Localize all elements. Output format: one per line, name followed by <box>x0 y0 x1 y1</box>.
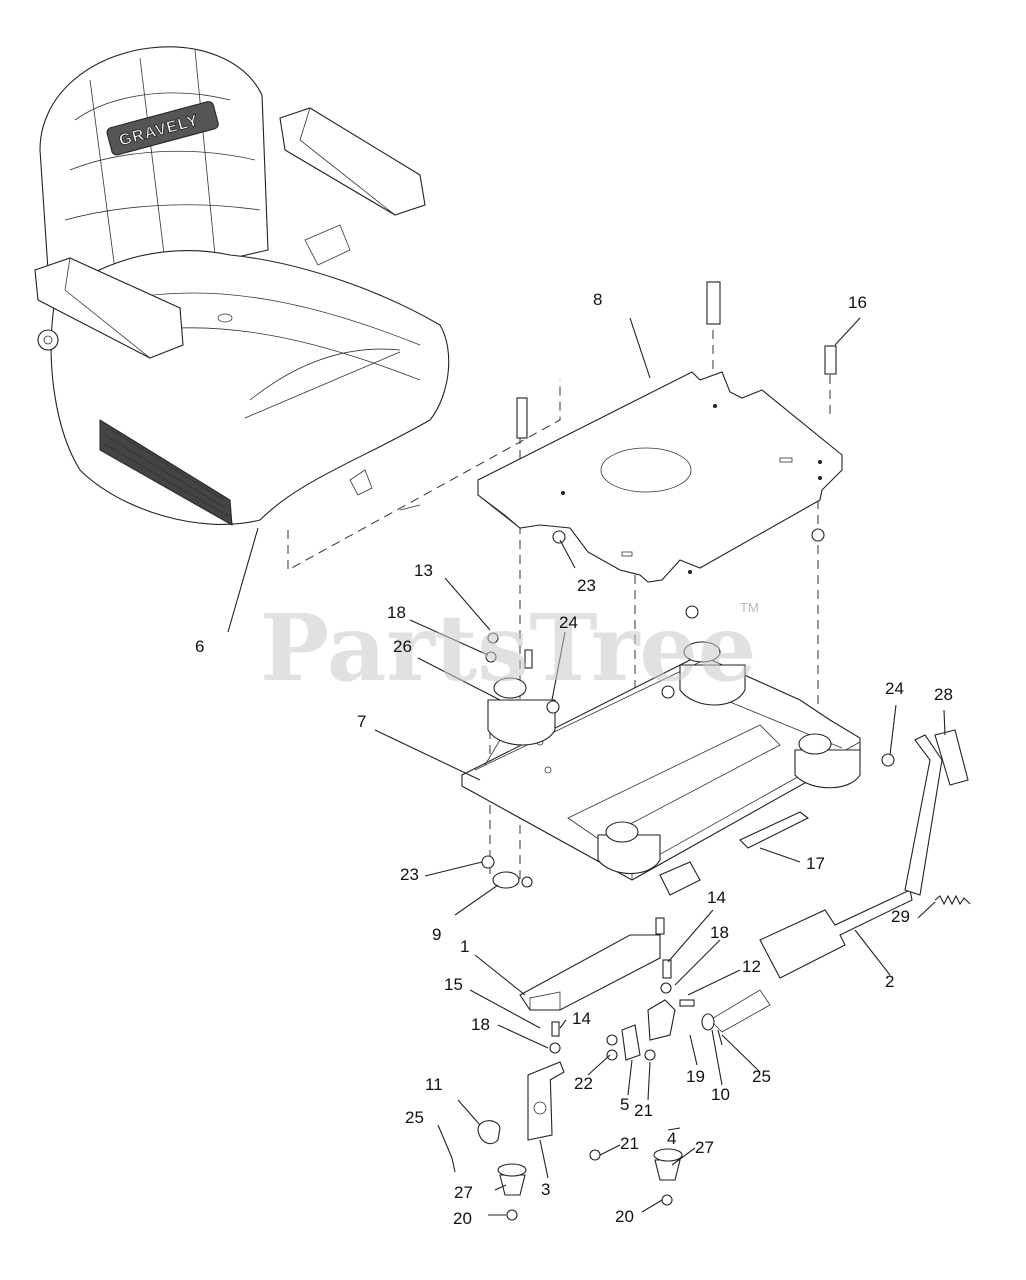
callout-3[interactable]: 3 <box>541 1180 550 1199</box>
bracket-4-5[interactable] <box>621 999 676 1061</box>
bolt-16[interactable] <box>516 281 837 439</box>
callout-15[interactable]: 15 <box>444 975 463 994</box>
callout-7[interactable]: 7 <box>357 712 366 731</box>
callout-19[interactable]: 19 <box>686 1067 705 1086</box>
callout-17[interactable]: 17 <box>806 854 825 873</box>
callout-20-left[interactable]: 20 <box>453 1209 472 1228</box>
callout-2[interactable]: 2 <box>885 972 894 991</box>
callout-18-right[interactable]: 18 <box>710 923 729 942</box>
watermark-tm: TM <box>740 600 759 615</box>
pedal-rod-2[interactable] <box>709 734 943 1033</box>
spring-29[interactable] <box>934 894 971 906</box>
callout-24-left[interactable]: 24 <box>559 613 578 632</box>
fasteners-frame[interactable] <box>481 632 895 889</box>
bumper-27-20[interactable] <box>497 1148 683 1221</box>
callout-21-upper[interactable]: 21 <box>634 1101 653 1120</box>
watermark-text: PartsTree <box>260 594 756 702</box>
callout-9[interactable]: 9 <box>432 925 441 944</box>
watermark: PartsTree TM <box>260 594 759 702</box>
callout-27-left[interactable]: 27 <box>454 1183 473 1202</box>
callout-23-upper[interactable]: 23 <box>577 576 596 595</box>
callout-21-lower[interactable]: 21 <box>620 1134 639 1153</box>
callout-11[interactable]: 11 <box>425 1075 443 1094</box>
callout-labels: 8 16 23 6 13 18 26 24 7 24 28 17 23 9 29… <box>195 290 953 1228</box>
callout-13[interactable]: 13 <box>414 561 433 580</box>
callout-6[interactable]: 6 <box>195 637 204 656</box>
callout-14-right[interactable]: 14 <box>707 888 726 907</box>
seat-assembly[interactable]: GRAVELY <box>34 46 450 526</box>
callout-16[interactable]: 16 <box>848 293 867 312</box>
nut-23-upper[interactable] <box>552 528 825 619</box>
callout-12[interactable]: 12 <box>742 957 761 976</box>
callout-25-left[interactable]: 25 <box>405 1108 424 1127</box>
isolator-mount-26[interactable] <box>487 641 861 875</box>
leader-lines <box>227 317 946 1216</box>
callout-18-left[interactable]: 18 <box>471 1015 490 1034</box>
callout-20-right[interactable]: 20 <box>615 1207 634 1226</box>
seat-frame[interactable] <box>461 654 861 896</box>
callout-4[interactable]: 4 <box>667 1129 676 1148</box>
callout-18-top[interactable]: 18 <box>387 603 406 622</box>
seat-mounting-plate[interactable] <box>477 371 843 583</box>
callout-5[interactable]: 5 <box>620 1095 629 1114</box>
callout-8[interactable]: 8 <box>593 290 602 309</box>
callout-22[interactable]: 22 <box>574 1074 593 1093</box>
callout-29[interactable]: 29 <box>891 907 910 926</box>
callout-24-right[interactable]: 24 <box>885 679 904 698</box>
callout-28[interactable]: 28 <box>934 685 953 704</box>
hardware-small[interactable] <box>451 959 723 1173</box>
callout-27-right[interactable]: 27 <box>695 1138 714 1157</box>
callout-23-lower[interactable]: 23 <box>400 865 419 884</box>
callout-26[interactable]: 26 <box>393 637 412 656</box>
bracket-3[interactable] <box>527 1061 565 1141</box>
callout-10[interactable]: 10 <box>711 1085 730 1104</box>
callout-1[interactable]: 1 <box>460 937 469 956</box>
linkage-bracket-1[interactable] <box>519 917 665 1011</box>
pedal-pad-28[interactable] <box>934 729 969 786</box>
callout-14-left[interactable]: 14 <box>572 1009 591 1028</box>
callout-25-right[interactable]: 25 <box>752 1067 771 1086</box>
